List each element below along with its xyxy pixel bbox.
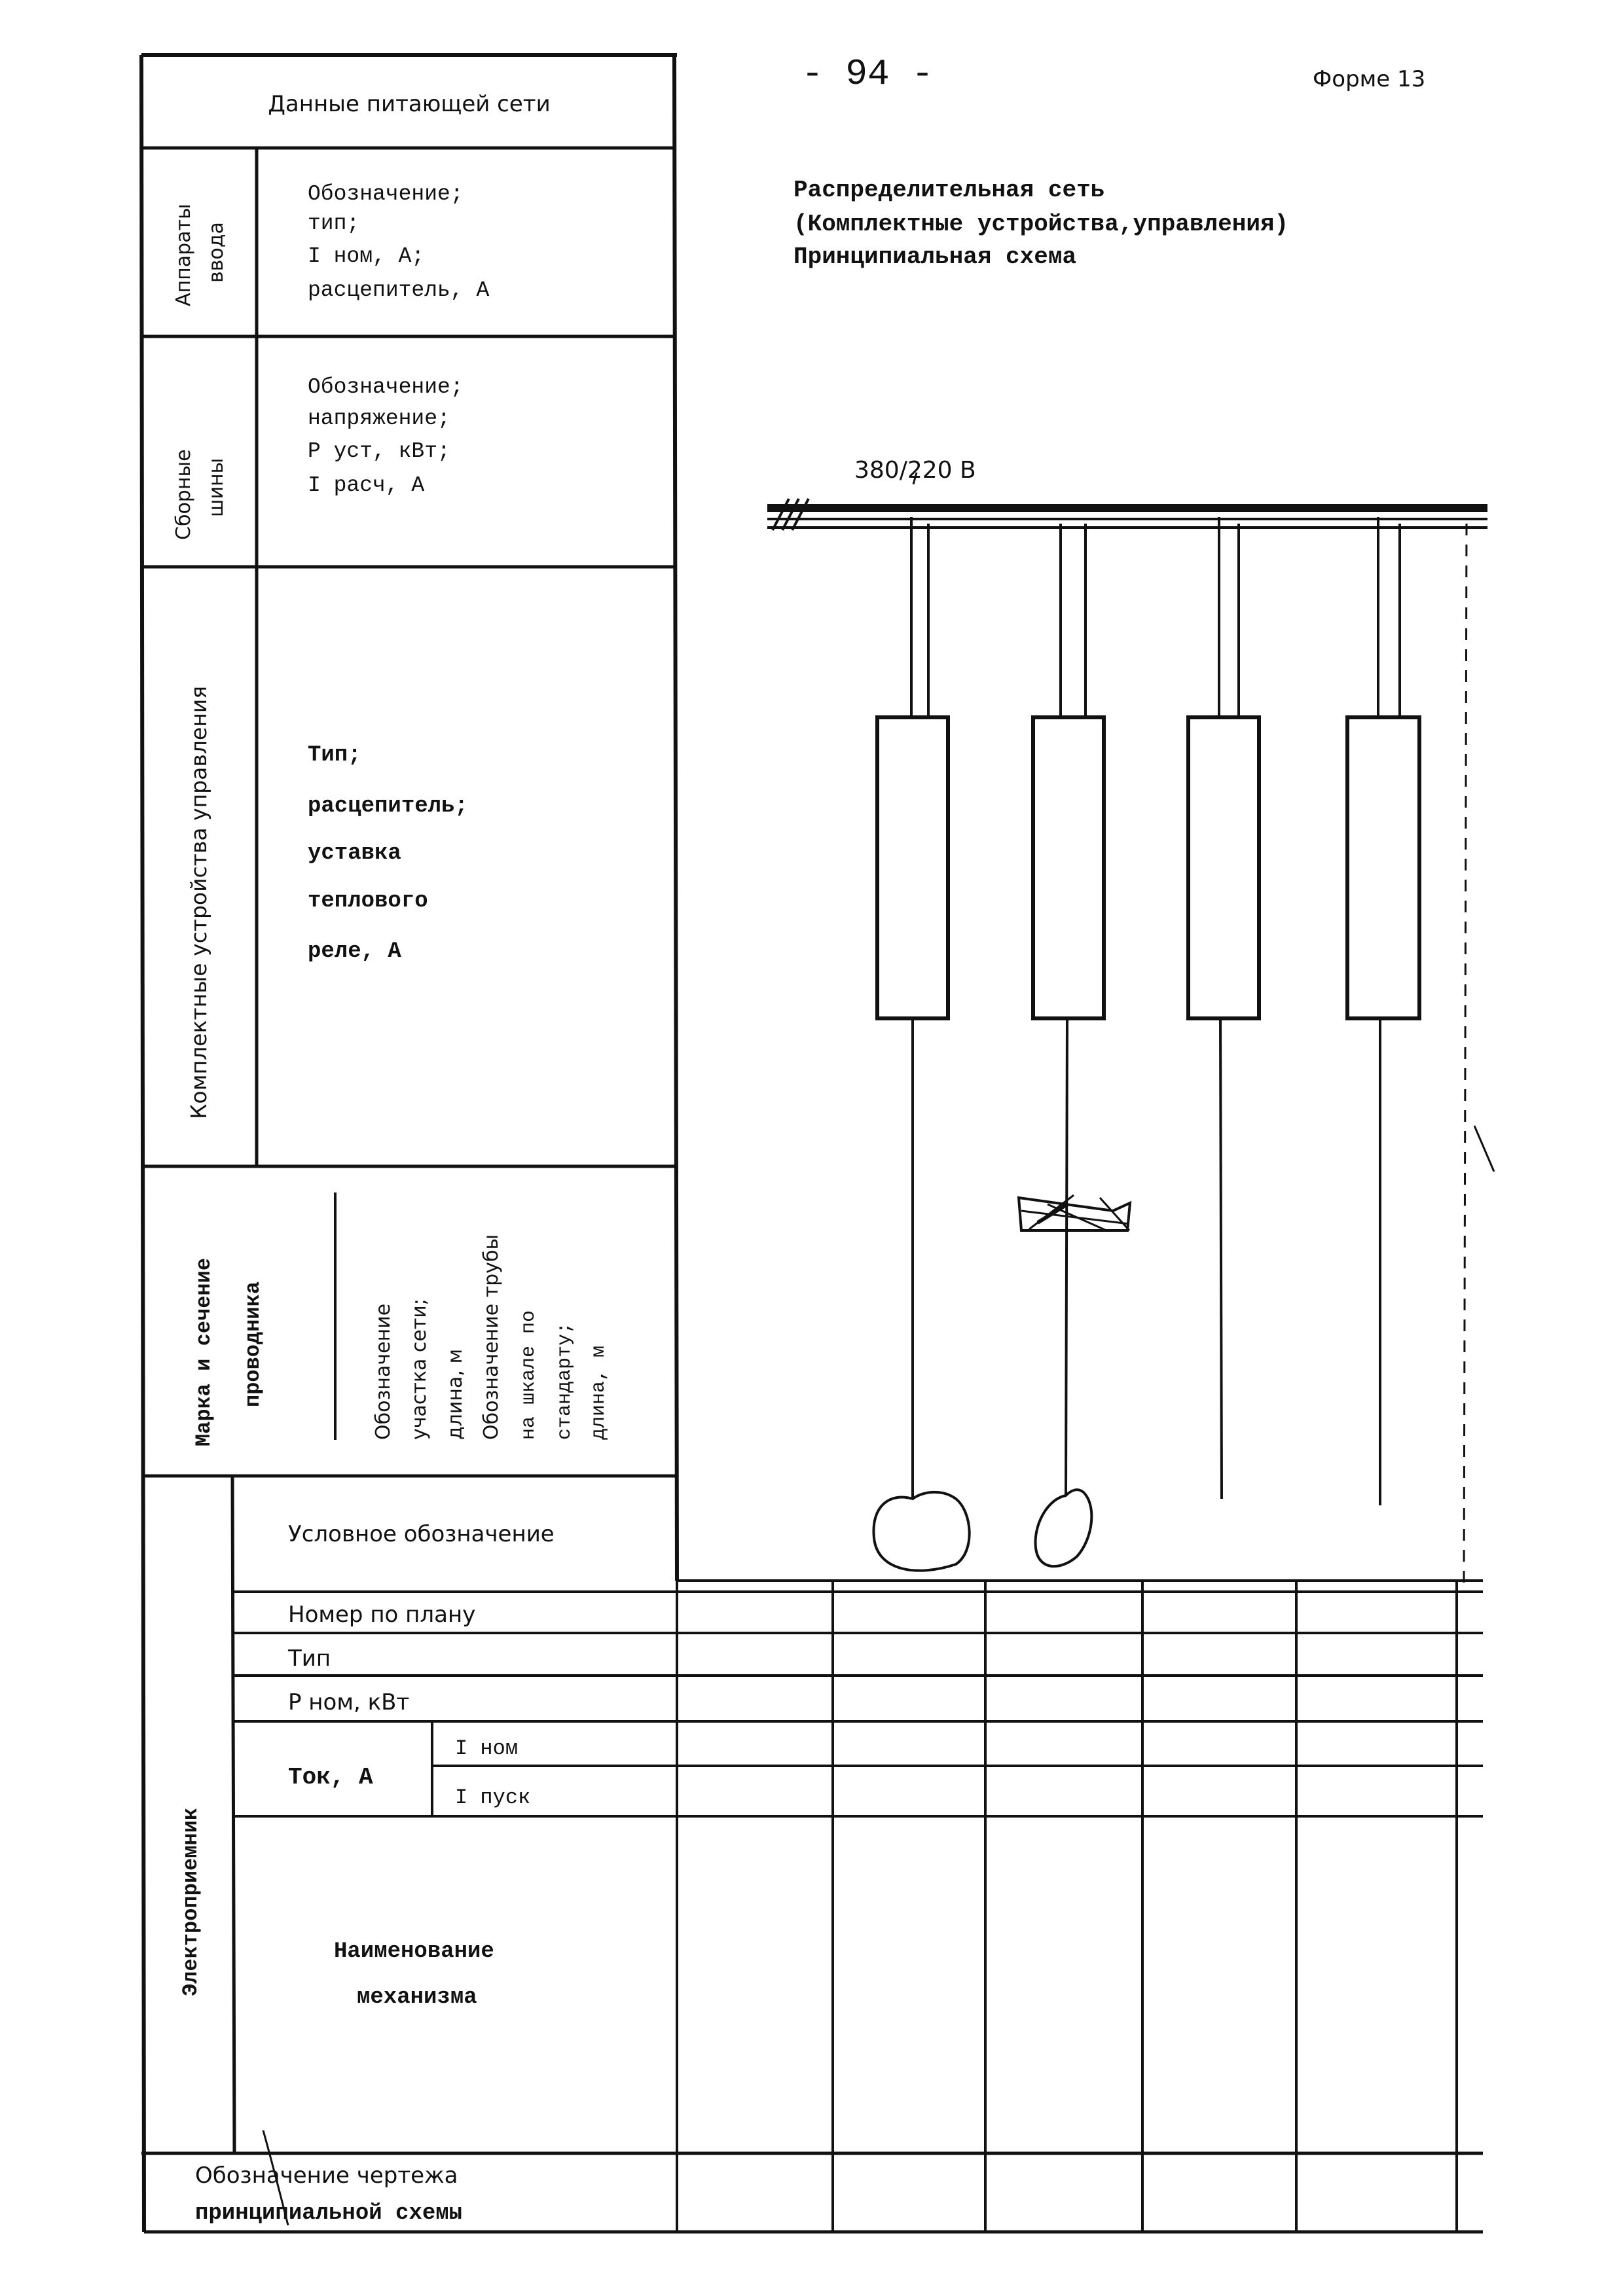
input-devices-label-2: ввода [205, 222, 228, 283]
receivers-current-nom: I ном [455, 1736, 518, 1761]
receiver-symbol-2 [1034, 1488, 1093, 1568]
conductor-label-2: проводника [241, 1282, 265, 1407]
busbars-field-2: напряжение; [308, 406, 450, 431]
feeder-2 [1017, 524, 1132, 1568]
feeder-3 [1186, 517, 1261, 1499]
control-unit-box-3 [1186, 715, 1261, 1020]
main-busbar [767, 472, 1487, 531]
page-number: - 94 - [801, 53, 934, 95]
title-line-2: (Комплектные устройства,управления) [793, 211, 1288, 238]
control-units-field-2: расцепитель; [308, 794, 468, 819]
conductor-field-4: Обозначение трубы [480, 1234, 503, 1440]
control-units-label: Комплектные устройства управления [186, 686, 211, 1119]
input-devices-field-3: I ном, А; [308, 244, 424, 268]
receiver-symbol-1 [872, 1490, 971, 1572]
title-line-3: Принципиальная схема [793, 243, 1076, 270]
drawing-ref-line-1: Обозначение чертежа [195, 2162, 458, 2189]
pen-stroke-mark [262, 2130, 289, 2226]
receivers-symbol-row: Условное обозначение [288, 1521, 555, 1547]
busbars-field-1: Обозначение; [308, 375, 464, 399]
control-units-field-5: реле, А [308, 939, 401, 964]
control-units-field-4: теплового [308, 889, 428, 914]
input-devices-label-1: Аппараты [172, 204, 195, 306]
conductor-field-5: на шкале по [518, 1310, 540, 1440]
busbars-field-4: I расч, А [308, 473, 424, 497]
feeder-1 [872, 517, 971, 1572]
receivers-power: Р ном, кВт [288, 1689, 409, 1715]
conductor-field-6: стандарту; [554, 1322, 576, 1440]
control-unit-box-1 [875, 715, 950, 1020]
busbars-label-1: Сборные [172, 449, 195, 540]
input-devices-field-1: Обозначение; [308, 182, 464, 206]
receivers-mechanism-2: механизма [357, 1985, 477, 2010]
receivers-label: Электроприемник [179, 1808, 203, 1996]
busbars-field-3: Р уст, кВт; [308, 439, 450, 463]
control-unit-box-2 [1031, 715, 1106, 1020]
input-devices-field-4: расцепитель, А [308, 278, 489, 302]
control-unit-box-4 [1345, 715, 1421, 1020]
receivers-mechanism-1: Наименование [334, 1939, 494, 1964]
form-label: Форме 13 [1313, 66, 1425, 92]
supply-header: Данные питающей сети [268, 91, 550, 117]
conductor-field-7: длина, м [588, 1346, 610, 1440]
conductor-label-1: Марка и сечение [192, 1258, 216, 1446]
busbars-label-2: шины [205, 458, 228, 517]
control-units-field-3: уставка [308, 841, 401, 866]
drawing-ref-line-2: принципиальной схемы [195, 2201, 462, 2226]
reserve-dashed-line [1463, 523, 1495, 1585]
title-line-1: Распределительная сеть [793, 177, 1104, 204]
receivers-current: Ток, А [288, 1764, 373, 1791]
conductor-field-2: участка сети; [408, 1299, 431, 1440]
input-devices-field-2: тип; [308, 211, 359, 236]
receivers-plan-number: Номер по плану [288, 1602, 475, 1628]
feeder-4 [1345, 517, 1421, 1505]
receiver-grid [676, 1579, 1483, 2232]
left-table-frame [139, 53, 1483, 2234]
control-units-field-1: Тип; [308, 743, 361, 768]
pipe-crossing-mark [1017, 1194, 1132, 1232]
conductor-field-3: длина, м [444, 1349, 467, 1440]
receivers-current-start: I пуск [455, 1785, 530, 1810]
conductor-field-1: Обозначение [372, 1304, 395, 1440]
voltage-tick [912, 472, 918, 485]
receivers-type: Тип [287, 1645, 331, 1672]
